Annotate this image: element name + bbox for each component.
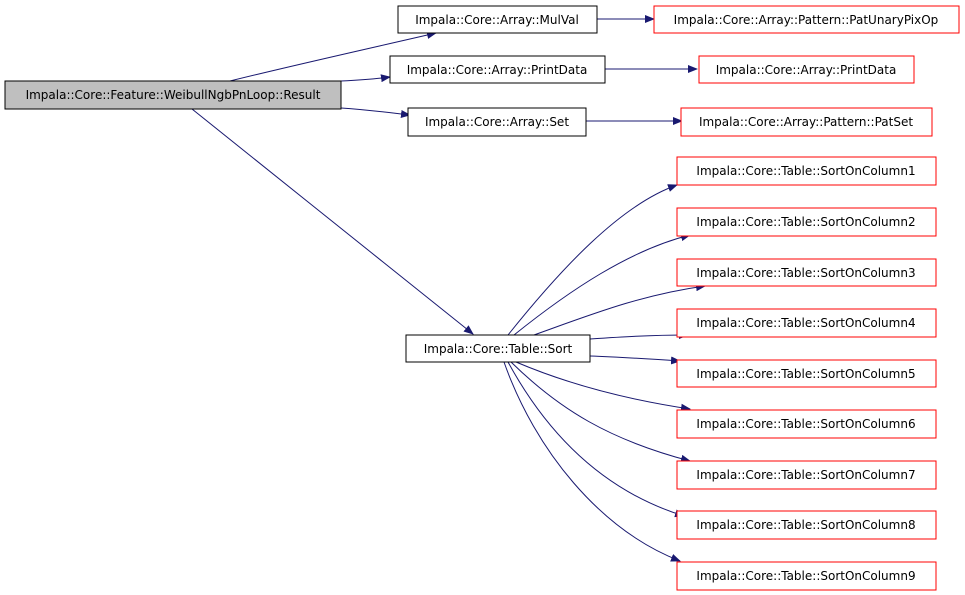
node-label: Impala::Core::Table::SortOnColumn4 <box>696 316 915 330</box>
node-array-printdata-caller[interactable]: Impala::Core::Array::PrintData <box>389 55 606 84</box>
node-box <box>676 258 937 287</box>
edge-path <box>340 107 411 118</box>
node-box <box>680 107 933 137</box>
edge-sort-to-sortoncolumn6 <box>515 361 691 412</box>
node-table-sortoncolumn5[interactable]: Impala::Core::Table::SortOnColumn5 <box>676 359 937 388</box>
node-table-sortoncolumn8[interactable]: Impala::Core::Table::SortOnColumn8 <box>676 510 937 540</box>
node-box <box>676 510 937 540</box>
node-table-sortoncolumn9[interactable]: Impala::Core::Table::SortOnColumn9 <box>676 561 937 591</box>
edge-path <box>340 74 391 83</box>
edge-result-to-sort <box>191 108 474 335</box>
edge-path <box>191 108 474 335</box>
node-label: Impala::Core::Array::MulVal <box>415 13 579 27</box>
node-table-sortoncolumn3[interactable]: Impala::Core::Table::SortOnColumn3 <box>676 258 937 287</box>
edge-path <box>507 184 678 336</box>
node-table-sortoncolumn1[interactable]: Impala::Core::Table::SortOnColumn1 <box>676 156 937 186</box>
edge-path <box>229 31 437 82</box>
node-label: Impala::Core::Table::SortOnColumn1 <box>696 164 915 178</box>
node-box <box>676 207 937 237</box>
node-label: Impala::Core::Array::Set <box>425 115 569 129</box>
node-box <box>389 55 606 84</box>
edge-path <box>589 331 689 340</box>
edge-path <box>589 355 681 365</box>
node-label: Impala::Core::Array::Pattern::PatUnaryPi… <box>674 13 939 27</box>
node-array-set[interactable]: Impala::Core::Array::Set <box>407 107 587 137</box>
node-label: Impala::Core::Table::SortOnColumn6 <box>696 417 915 431</box>
node-label: Impala::Core::Array::Pattern::PatSet <box>699 115 913 129</box>
nodes-group: Impala::Core::Feature::WeibullNgbPnLoop:… <box>4 5 960 591</box>
node-label: Impala::Core::Table::SortOnColumn2 <box>696 215 915 229</box>
node-box <box>676 156 937 186</box>
node-label: Impala::Core::Table::SortOnColumn5 <box>696 367 915 381</box>
edge-result-to-printdata <box>340 74 391 83</box>
edge-path <box>515 361 691 412</box>
node-box <box>676 409 937 439</box>
node-box <box>407 107 587 137</box>
node-array-printdata-target[interactable]: Impala::Core::Array::PrintData <box>698 55 915 84</box>
node-pattern-patset[interactable]: Impala::Core::Array::Pattern::PatSet <box>680 107 933 137</box>
node-box <box>405 334 591 363</box>
edge-result-to-mulval <box>229 31 437 82</box>
edge-sort-to-sortoncolumn3 <box>533 283 706 336</box>
node-box <box>676 308 937 338</box>
node-box <box>653 5 960 34</box>
edge-sort-to-sortoncolumn7 <box>510 361 691 463</box>
node-label: Impala::Core::Table::SortOnColumn7 <box>696 468 915 482</box>
node-pattern-patunarypixop[interactable]: Impala::Core::Array::Pattern::PatUnaryPi… <box>653 5 960 34</box>
node-weibullngbpnloop-result[interactable]: Impala::Core::Feature::WeibullNgbPnLoop:… <box>4 80 342 110</box>
node-box <box>698 55 915 84</box>
node-box <box>4 80 342 110</box>
node-label: Impala::Core::Feature::WeibullNgbPnLoop:… <box>26 88 321 102</box>
node-label: Impala::Core::Table::SortOnColumn3 <box>696 266 915 280</box>
node-array-mulval[interactable]: Impala::Core::Array::MulVal <box>397 5 598 34</box>
node-table-sort[interactable]: Impala::Core::Table::Sort <box>405 334 591 363</box>
edge-path <box>533 283 706 336</box>
node-label: Impala::Core::Array::PrintData <box>407 63 588 77</box>
edge-sort-to-sortoncolumn2 <box>513 233 691 336</box>
edge-sort-to-sortoncolumn5 <box>589 355 681 365</box>
edges-group <box>191 15 706 562</box>
node-label: Impala::Core::Table::SortOnColumn9 <box>696 569 915 583</box>
edge-path <box>507 361 685 518</box>
node-label: Impala::Core::Table::SortOnColumn8 <box>696 518 915 532</box>
edge-sort-to-sortoncolumn8 <box>507 361 685 518</box>
node-table-sortoncolumn6[interactable]: Impala::Core::Table::SortOnColumn6 <box>676 409 937 439</box>
node-box <box>676 561 937 591</box>
edge-sort-to-sortoncolumn1 <box>507 184 678 336</box>
node-label: Impala::Core::Table::Sort <box>424 342 573 356</box>
edge-path <box>513 233 691 336</box>
node-label: Impala::Core::Array::PrintData <box>716 63 897 77</box>
edge-path <box>503 361 681 562</box>
node-table-sortoncolumn7[interactable]: Impala::Core::Table::SortOnColumn7 <box>676 460 937 490</box>
node-table-sortoncolumn2[interactable]: Impala::Core::Table::SortOnColumn2 <box>676 207 937 237</box>
node-table-sortoncolumn4[interactable]: Impala::Core::Table::SortOnColumn4 <box>676 308 937 338</box>
edge-sort-to-sortoncolumn9 <box>503 361 681 562</box>
node-box <box>676 460 937 490</box>
node-box <box>676 359 937 388</box>
node-box <box>397 5 598 34</box>
edge-sort-to-sortoncolumn4 <box>589 331 689 340</box>
edge-result-to-set <box>340 107 411 118</box>
edge-path <box>510 361 691 463</box>
